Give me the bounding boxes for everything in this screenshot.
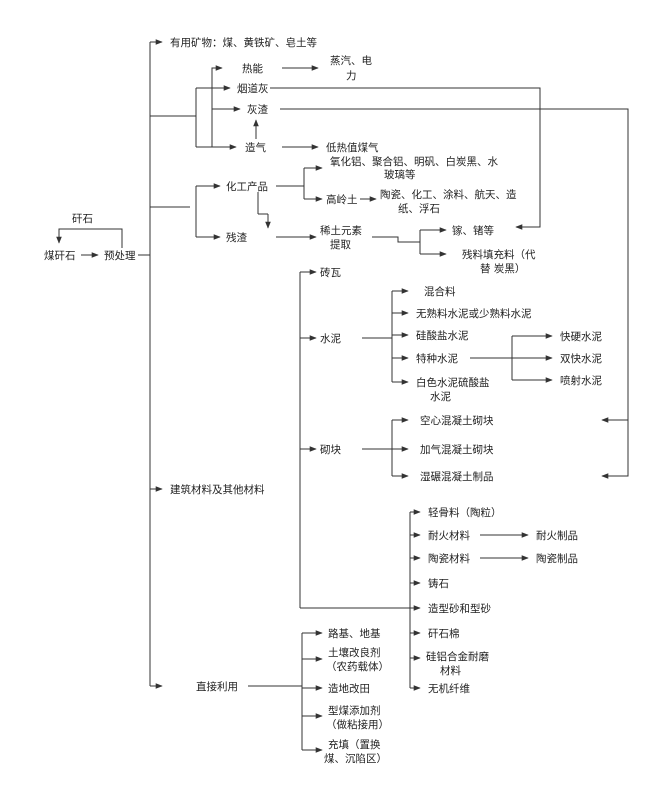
filler-label-1: 残料填充料（代 bbox=[462, 248, 536, 261]
land-label: 造地改田 bbox=[328, 682, 370, 695]
gasify-label: 造气 bbox=[245, 141, 266, 154]
fill-label-2: 煤、沉陷区） bbox=[324, 752, 387, 765]
direct-label: 直接利用 bbox=[196, 680, 238, 693]
cement-type-2: 硅酸盐水泥 bbox=[416, 329, 469, 342]
block-type-0: 空心混凝土砌块 bbox=[420, 414, 494, 427]
low-gas-label: 低热值煤气 bbox=[326, 141, 379, 154]
other-1: 耐火材料 bbox=[428, 529, 470, 542]
rare-earth-label-2: 提取 bbox=[330, 239, 351, 251]
rare-earth-label-1: 稀土元素 bbox=[320, 224, 362, 237]
pretreatment-label: 预处理 bbox=[104, 250, 136, 262]
brick-label: 砖瓦 bbox=[320, 266, 341, 279]
other-5: 矸石棉 bbox=[428, 627, 460, 640]
white-cement-2: 水泥 bbox=[430, 390, 451, 403]
block-type-2: 湿碾混凝土制品 bbox=[420, 470, 494, 483]
steam-label-1: 蒸汽、电 bbox=[330, 54, 372, 67]
source-label: 煤矸石 bbox=[44, 249, 76, 262]
direct-use-0: 路基、地基 bbox=[328, 627, 381, 640]
cement-type-0: 混合料 bbox=[424, 285, 456, 298]
minerals-label: 有用矿物：煤、黄铁矿、皂土等 bbox=[170, 36, 317, 49]
labels: 煤矸石 预处理 矸石 有用矿物：煤、黄铁矿、皂土等 热能 蒸汽、电 力 烟道灰 … bbox=[44, 36, 602, 765]
kaolin-uses-label-1: 陶瓷、化工、涂料、航天、造 bbox=[380, 188, 517, 201]
al-salts-label-1: 氧化铝、聚合铝、明矾、白炭黑、水 bbox=[330, 155, 498, 168]
refractory-product: 耐火制品 bbox=[536, 529, 578, 542]
gallium-label: 镓、锗等 bbox=[452, 224, 494, 237]
cement-type-1: 无熟料水泥或少熟料水泥 bbox=[416, 307, 532, 320]
soil-label-1: 土壤改良剂 bbox=[328, 646, 381, 659]
flue-ash-label: 烟道灰 bbox=[237, 82, 269, 95]
slag-ash-label: 灰渣 bbox=[247, 103, 268, 116]
other-0: 轻骨料（陶粒） bbox=[428, 506, 502, 519]
sial-label-2: 材料 bbox=[440, 664, 461, 677]
other-4: 造型砂和型砂 bbox=[428, 602, 491, 615]
block-type-1: 加气混凝土砌块 bbox=[420, 443, 494, 456]
special-type-1: 双快水泥 bbox=[560, 352, 602, 365]
cement-label: 水泥 bbox=[320, 332, 341, 345]
gangue-loop-label: 矸石 bbox=[72, 213, 93, 225]
kaolin-uses-label-2: 纸、浮石 bbox=[398, 202, 440, 215]
briquette-label-2: （做粘接用） bbox=[326, 718, 389, 731]
briquette-label-1: 型煤添加剂 bbox=[328, 704, 381, 717]
ceramic-product: 陶瓷制品 bbox=[536, 552, 578, 565]
fill-label-1: 充填（置换 bbox=[328, 738, 381, 751]
connectors bbox=[56, 39, 629, 753]
soil-label-2: （农药载体） bbox=[326, 660, 389, 673]
other-2: 陶瓷材料 bbox=[428, 552, 470, 565]
kaolin-label: 高岭土 bbox=[326, 193, 358, 206]
white-cement-1: 白色水泥硫酸盐 bbox=[416, 376, 490, 389]
filler-label-2: 替 炭黑） bbox=[480, 262, 525, 275]
blocks-label: 砌块 bbox=[320, 444, 341, 456]
fiber-label: 无机纤维 bbox=[428, 682, 470, 695]
heat-label: 热能 bbox=[242, 62, 263, 75]
special-type-2: 喷射水泥 bbox=[560, 374, 602, 387]
building-label: 建筑材料及其他材料 bbox=[170, 483, 265, 496]
sial-label-1: 硅铝合金耐磨 bbox=[426, 650, 489, 663]
special-type-0: 快硬水泥 bbox=[560, 330, 602, 343]
steam-label-2: 力 bbox=[346, 69, 357, 82]
cement-type-3: 特种水泥 bbox=[416, 352, 458, 365]
chem-products-label: 化工产品 bbox=[226, 180, 268, 193]
other-3: 铸石 bbox=[428, 577, 449, 590]
residue-label: 残渣 bbox=[226, 231, 247, 244]
al-salts-label-2: 玻璃等 bbox=[384, 168, 416, 181]
